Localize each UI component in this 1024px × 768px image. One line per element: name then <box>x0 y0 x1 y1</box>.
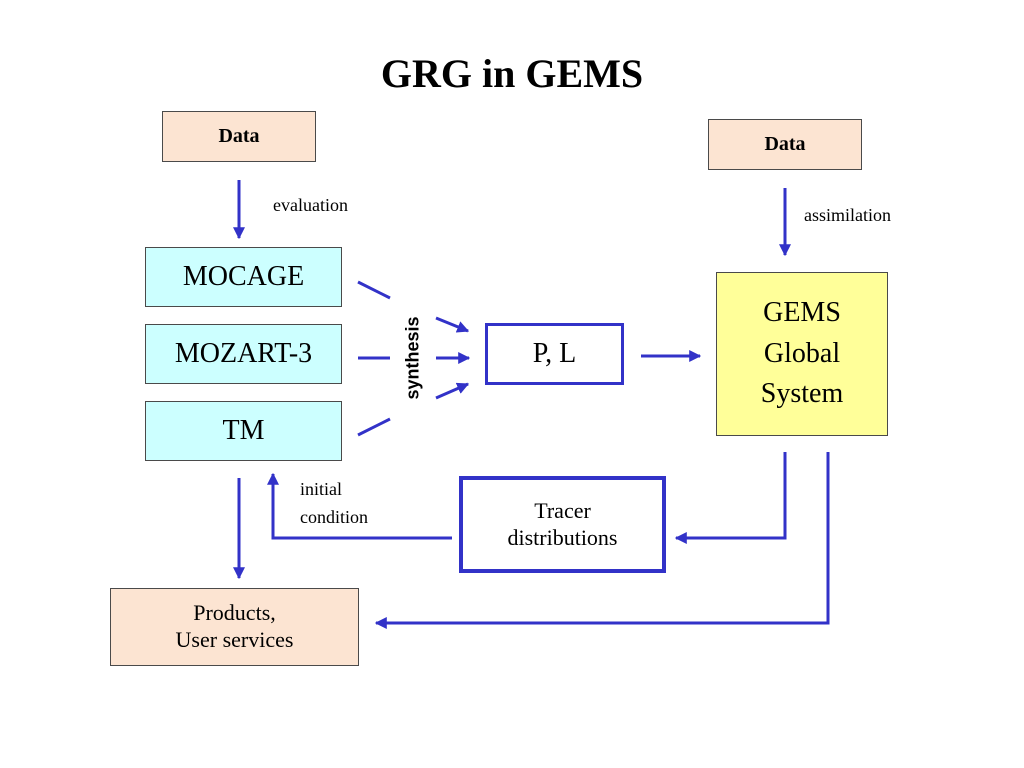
evaluation-label: evaluation <box>273 195 348 215</box>
model-box-tm: TM <box>145 401 342 461</box>
assimilation-label: assimilation <box>804 205 891 225</box>
model-label-mozart: MOZART-3 <box>174 337 313 369</box>
initial-condition-line-2: condition <box>300 506 368 527</box>
model-box-mozart: MOZART-3 <box>145 324 342 384</box>
products-line-2: User services <box>175 627 294 652</box>
gems-line-3: System <box>760 378 844 410</box>
tracer-line-2: distributions <box>507 524 618 550</box>
products-line-1: Products, <box>193 600 276 626</box>
data-box-left: Data <box>162 111 316 162</box>
page-title: GRG in GEMS <box>380 51 644 96</box>
data-box-right-label: Data <box>764 133 806 156</box>
data-box-right: Data <box>708 119 862 170</box>
data-box-left-label: Data <box>218 125 260 148</box>
synthesis-line-bottom <box>357 417 391 437</box>
gems-box: GEMS Global System <box>716 272 888 436</box>
arrow-gems-to-tracer <box>674 452 787 544</box>
synthesis-line-top <box>357 280 391 300</box>
pl-box: P, L <box>485 323 624 385</box>
model-box-mocage: MOCAGE <box>145 247 342 307</box>
synthesis-arrow-top <box>435 316 470 333</box>
model-label-mocage: MOCAGE <box>182 260 305 292</box>
tracer-line-1: Tracer <box>534 497 591 523</box>
pl-label: P, L <box>532 337 577 369</box>
initial-condition-line-1: initial <box>300 479 342 499</box>
products-box: Products, User services <box>110 588 359 666</box>
model-label-tm: TM <box>222 414 265 446</box>
arrow-gems-to-products <box>374 452 830 629</box>
gems-line-1: GEMS <box>763 297 841 329</box>
arrow-tracer-to-models <box>267 472 452 540</box>
gems-line-2: Global <box>763 337 841 369</box>
synthesis-arrow-bottom <box>435 382 470 400</box>
tracer-box: Tracer distributions <box>459 476 666 573</box>
initial-condition-label: initial condition <box>300 476 368 532</box>
